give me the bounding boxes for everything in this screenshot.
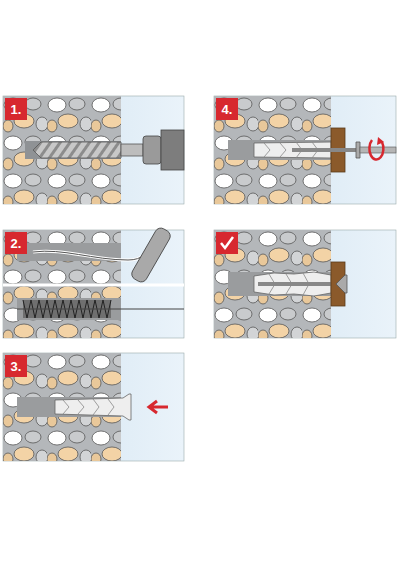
step-badge: 1. xyxy=(5,98,27,120)
blow-pump-tube xyxy=(33,244,153,260)
step-badge: 2. xyxy=(5,232,27,254)
wall-plug xyxy=(55,394,131,420)
step-badge: 4. xyxy=(216,98,238,120)
check-badge xyxy=(216,232,238,254)
step-number: 2. xyxy=(11,237,22,250)
screwdriver-bit xyxy=(360,147,396,153)
drill-bit xyxy=(33,142,121,158)
step-panel-done xyxy=(214,230,396,338)
step-panel-screw xyxy=(214,96,396,204)
step-badge: 3. xyxy=(5,355,27,377)
drill-chuck xyxy=(143,136,161,164)
step-panel-drill xyxy=(3,96,184,204)
step-panel-clean xyxy=(3,226,184,338)
step-panel-insert xyxy=(3,353,184,461)
step-number: 1. xyxy=(11,103,22,116)
blow-pump xyxy=(130,226,173,284)
screw xyxy=(258,282,338,286)
step-number: 3. xyxy=(11,360,22,373)
screw xyxy=(292,148,356,152)
push-arrow xyxy=(149,401,168,413)
step-number: 4. xyxy=(222,103,233,116)
